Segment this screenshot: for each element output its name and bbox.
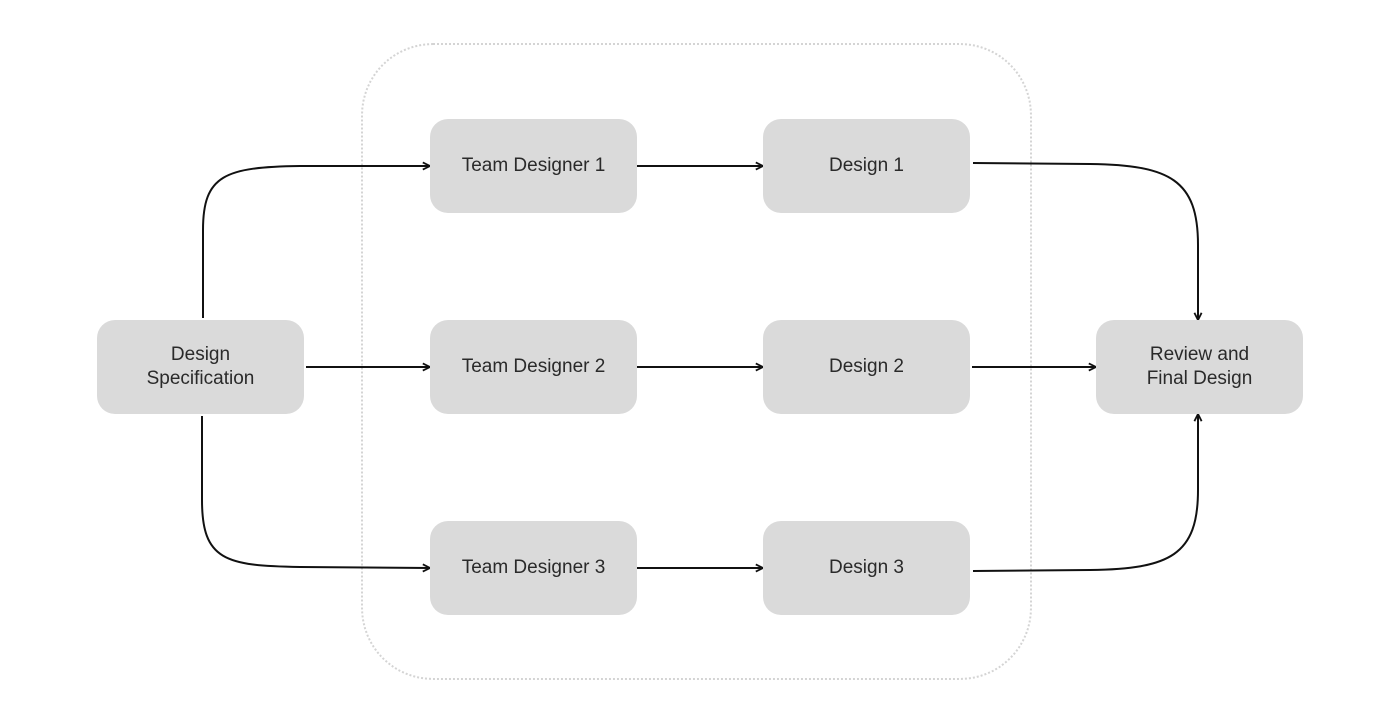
design-1-node: Design 1 bbox=[763, 119, 970, 213]
team-designer-3-label: Team Designer 3 bbox=[461, 557, 606, 578]
team-designer-3-node: Team Designer 3 bbox=[430, 521, 637, 615]
edge-spec-to-team-designer-1 bbox=[202, 166, 430, 318]
edge-spec-to-team-designer-3 bbox=[201, 416, 430, 568]
design-specification-node: Design Specification bbox=[97, 320, 304, 414]
review-final-design-label: Review and Final Design bbox=[1146, 344, 1253, 389]
parallel-work-group bbox=[361, 43, 1032, 680]
team-designer-1-label: Team Designer 1 bbox=[461, 155, 606, 176]
team-designer-2-node: Team Designer 2 bbox=[430, 320, 637, 414]
design-3-label: Design 3 bbox=[829, 557, 904, 578]
team-designer-1-node: Team Designer 1 bbox=[430, 119, 637, 213]
design-2-label: Design 2 bbox=[829, 356, 904, 377]
design-2-node: Design 2 bbox=[763, 320, 970, 414]
review-final-design-node: Review and Final Design bbox=[1096, 320, 1303, 414]
design-3-node: Design 3 bbox=[763, 521, 970, 615]
edge-design-1-to-review bbox=[972, 162, 1198, 320]
team-designer-2-label: Team Designer 2 bbox=[461, 356, 606, 377]
design-1-label: Design 1 bbox=[829, 155, 904, 176]
design-specification-label: Design Specification bbox=[146, 344, 255, 389]
edge-design-3-to-review bbox=[972, 414, 1198, 572]
